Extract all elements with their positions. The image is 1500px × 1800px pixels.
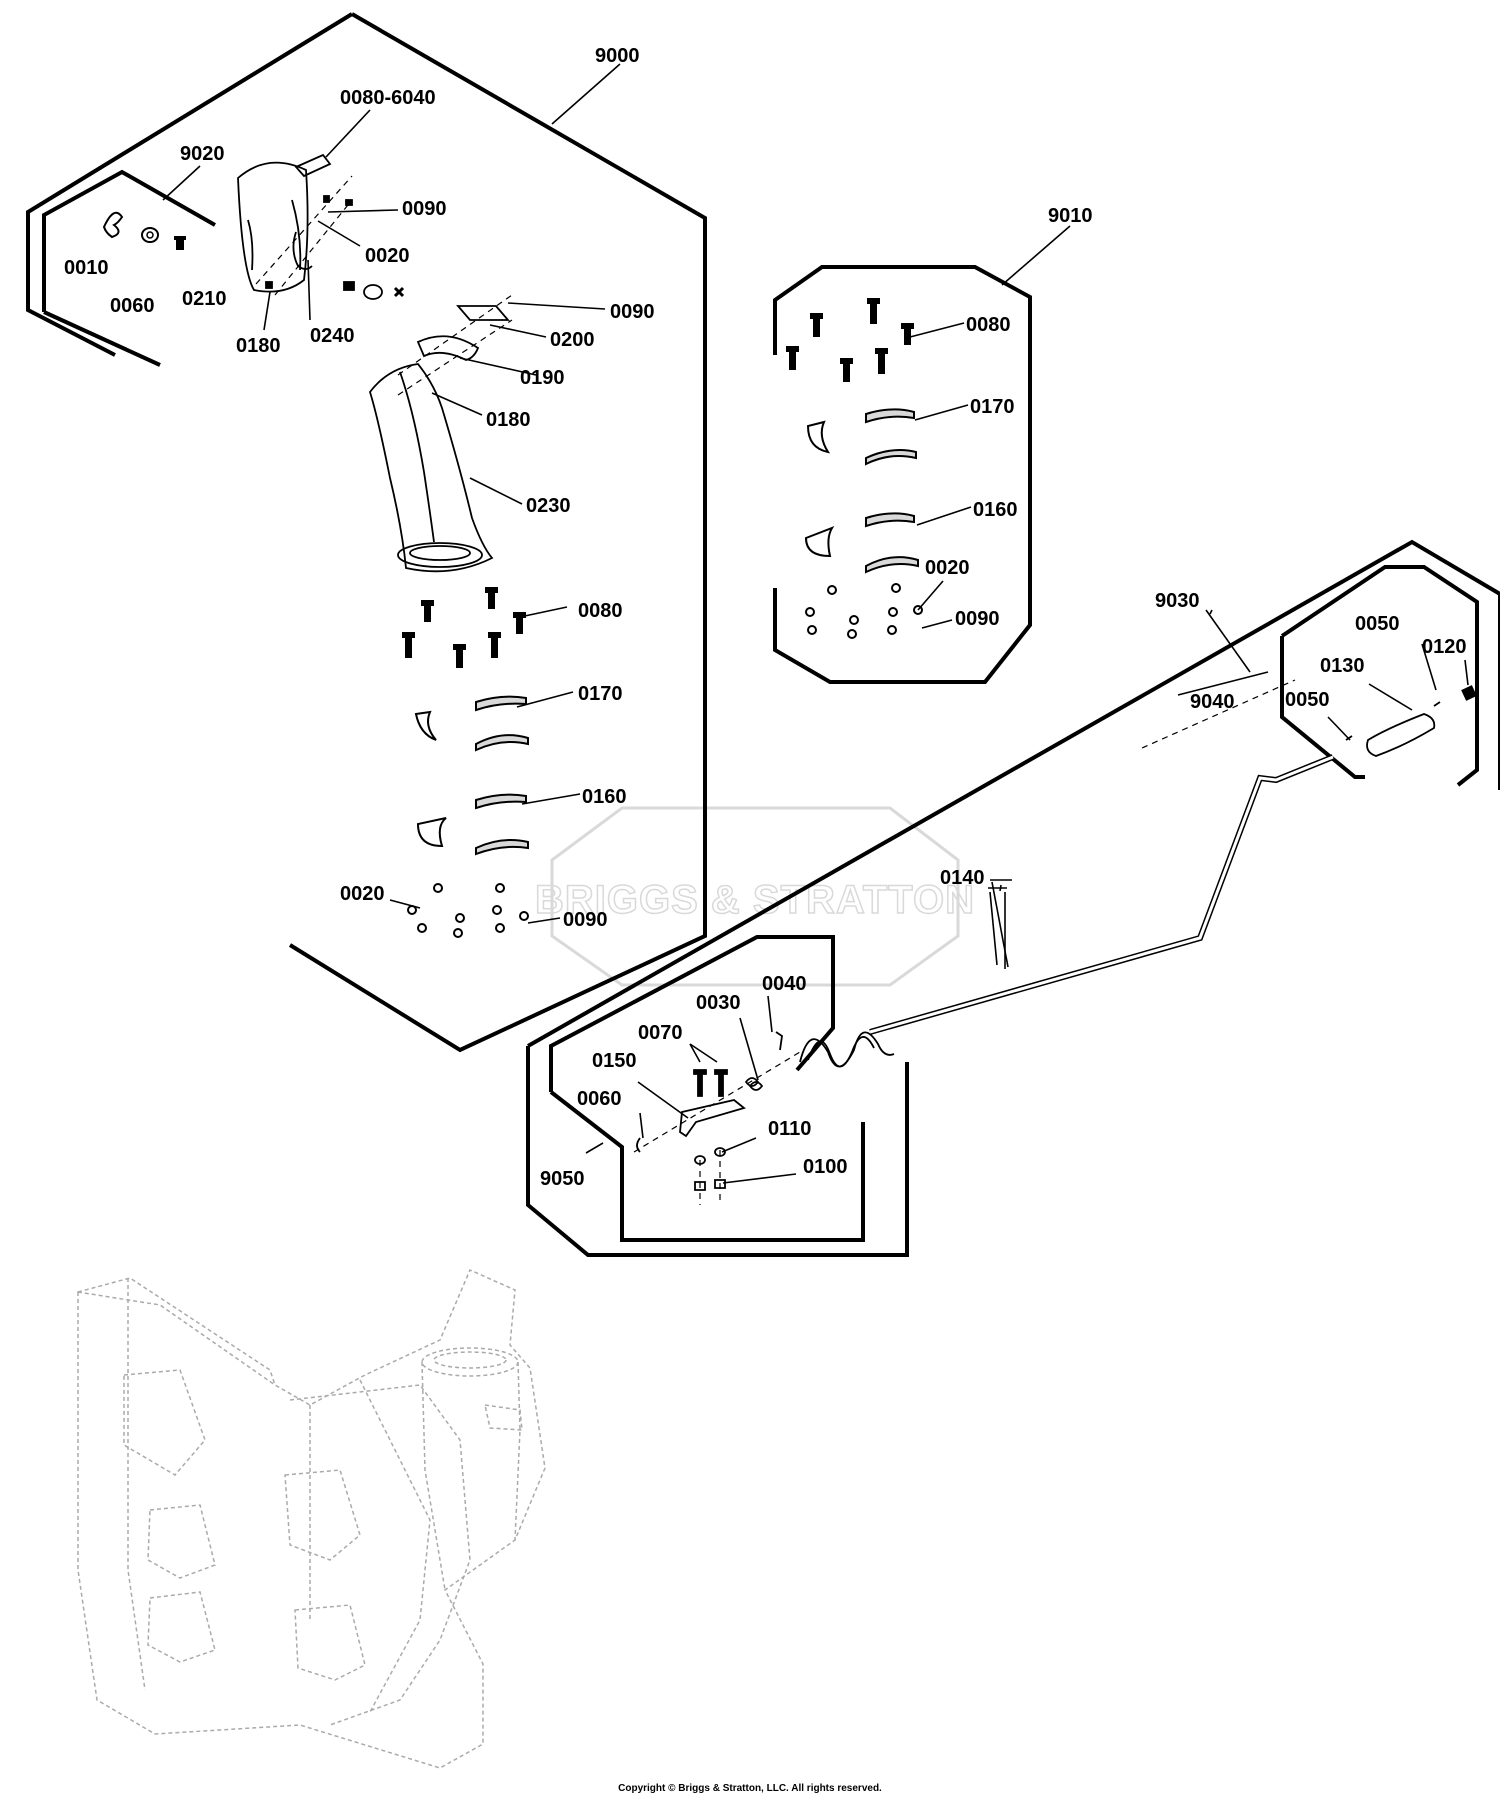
group-label-9030: 9030	[1155, 590, 1200, 612]
callout-0010: 0010	[64, 257, 109, 279]
callout-0070: 0070	[638, 1022, 683, 1044]
bolts-9010	[786, 298, 914, 382]
group-9050-outline-b	[549, 1090, 865, 1242]
callout-0060: 0060	[577, 1088, 622, 1110]
bracket-part	[456, 305, 510, 321]
straps-9000	[414, 695, 529, 856]
callout-0060: 0060	[110, 295, 155, 317]
callout-0040: 0040	[762, 973, 807, 995]
callout-0080-6040: 0080-6040	[340, 87, 436, 109]
group-9050-outline	[549, 935, 835, 1092]
callout-0020: 0020	[365, 245, 410, 267]
decal-part	[294, 153, 332, 178]
group-label-9050: 9050	[540, 1168, 585, 1190]
callout-0210: 0210	[182, 288, 227, 310]
callout-0240: 0240	[310, 325, 355, 347]
group-9000-outline-left	[26, 12, 354, 357]
group-9030-outline	[527, 539, 1500, 1048]
leader-lines	[162, 63, 1469, 1184]
group-labels: 9000 9010 9020 9030 9040 9050	[180, 45, 1235, 1190]
callout-0230: 0230	[526, 495, 571, 517]
group-9020-outline	[42, 169, 216, 312]
screw-part	[176, 238, 184, 250]
washer-part	[141, 227, 159, 243]
deflector-part	[237, 161, 309, 293]
callout-0140: 0140	[940, 867, 985, 889]
group-label-9040: 9040	[1190, 691, 1235, 713]
wing-knob-part	[102, 211, 124, 239]
group-label-9000: 9000	[595, 45, 640, 67]
callout-0030: 0030	[696, 992, 741, 1014]
ghosted-blower-housing	[77, 1269, 546, 1769]
group-9020-parts	[102, 211, 186, 250]
callout-0090: 0090	[955, 608, 1000, 630]
group-label-9010: 9010	[1048, 205, 1093, 227]
copyright-notice: Copyright © Briggs & Stratton, LLC. All …	[618, 1783, 882, 1794]
callout-0080: 0080	[578, 600, 623, 622]
group-9040-outline-b	[1280, 636, 1365, 779]
brand-watermark: BRIGGS & STRATTON	[534, 806, 975, 987]
control-rod-assembly	[636, 685, 1477, 1191]
callout-0190: 0190	[520, 367, 565, 389]
callout-0090: 0090	[402, 198, 447, 220]
straps-9010	[804, 408, 919, 574]
callout-0160: 0160	[973, 499, 1018, 521]
callout-0020: 0020	[340, 883, 385, 905]
callout-0050: 0050	[1285, 689, 1330, 711]
part-callouts: 0080-6040 0010 0060 0210 0090 0020 0180 …	[64, 87, 1467, 1178]
group-9000-parts	[237, 153, 510, 573]
group-9000-outline	[288, 12, 707, 1053]
callout-0090: 0090	[563, 909, 608, 931]
bolts-9000	[402, 587, 526, 668]
group-9030-outline-b	[526, 1046, 909, 1257]
group-9020-outline-b	[43, 310, 161, 367]
callout-0100: 0100	[803, 1156, 848, 1178]
callout-0170: 0170	[578, 683, 623, 705]
group-label-9020: 9020	[180, 143, 225, 165]
callout-0110: 0110	[768, 1118, 811, 1140]
discharge-chute-part	[369, 363, 494, 573]
callout-0050: 0050	[1355, 613, 1400, 635]
callout-0090: 0090	[610, 301, 655, 323]
callout-0180: 0180	[236, 335, 281, 357]
group-9040-outline	[1280, 565, 1479, 787]
callout-0170: 0170	[970, 396, 1015, 418]
callout-0180: 0180	[486, 409, 531, 431]
mount-bracket-part	[679, 1099, 746, 1138]
callout-0150: 0150	[592, 1050, 637, 1072]
assembly-centerlines	[255, 175, 1296, 1205]
nuts-9000	[407, 883, 529, 938]
callout-0130: 0130	[1320, 655, 1365, 677]
grip-part	[1366, 713, 1436, 757]
callout-0200: 0200	[550, 329, 595, 351]
callout-0160: 0160	[582, 786, 627, 808]
callout-0020: 0020	[925, 557, 970, 579]
chute-handle-part	[416, 335, 480, 361]
callout-0120: 0120	[1422, 636, 1467, 658]
callout-0080: 0080	[966, 314, 1011, 336]
group-9010-outline	[773, 265, 1032, 684]
nuts-9010	[805, 583, 923, 639]
